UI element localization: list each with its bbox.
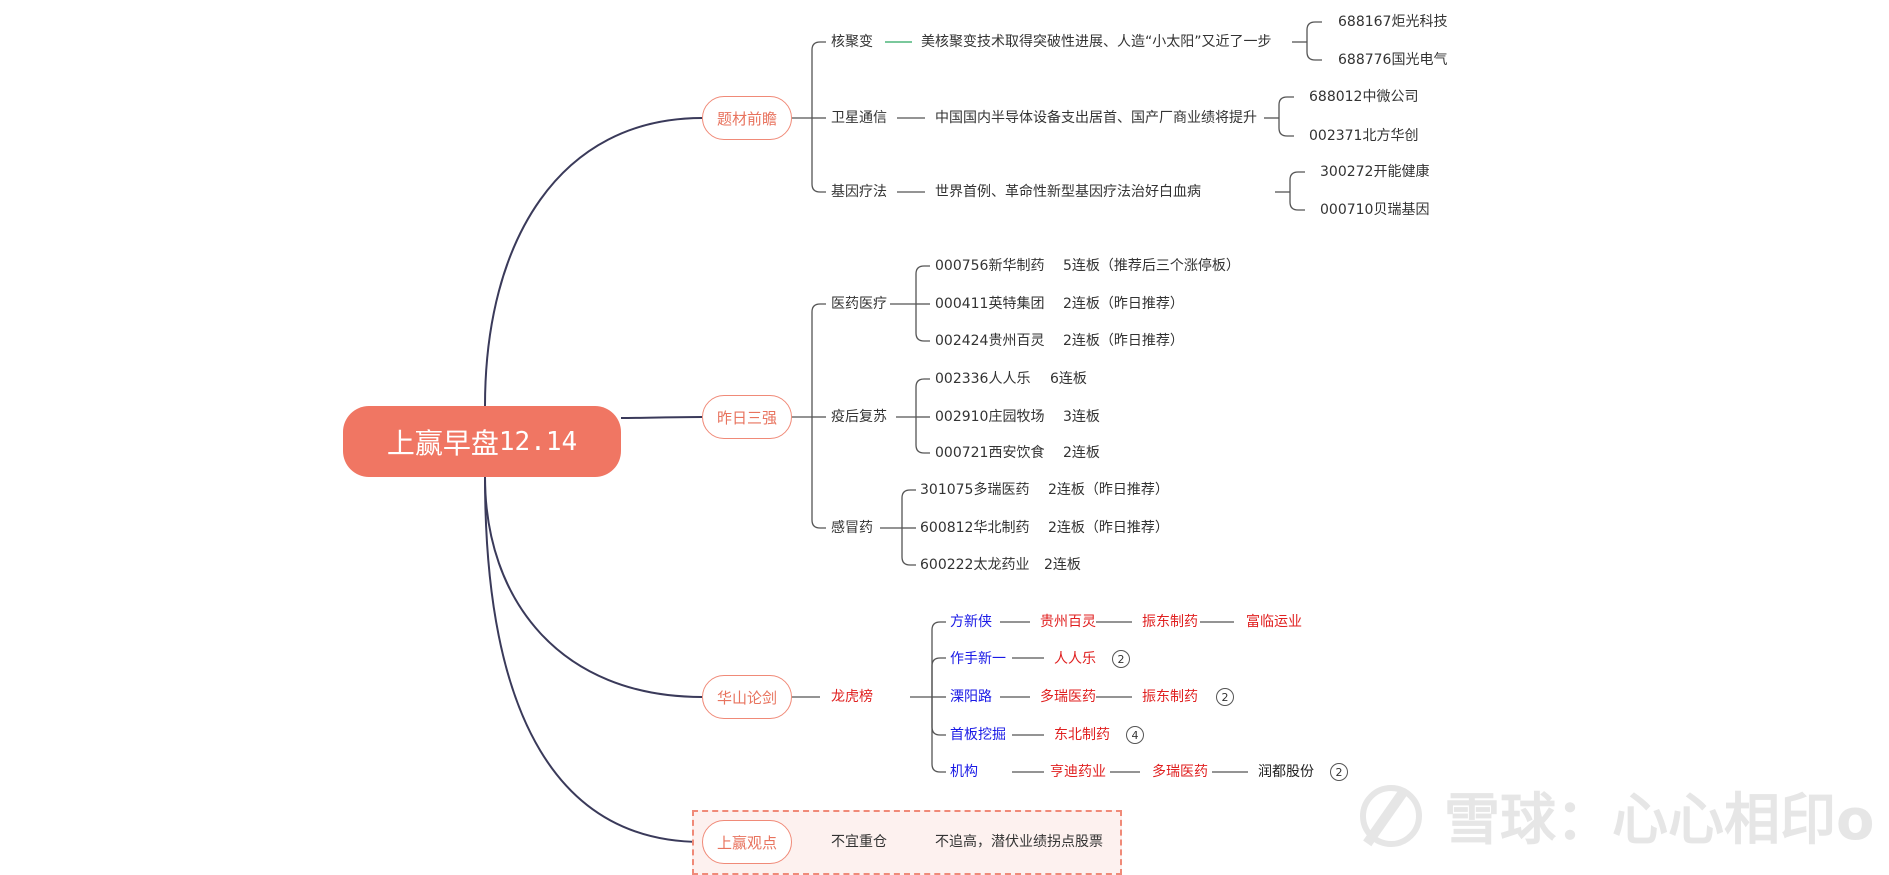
seat-stock[interactable]: 多瑞医药 <box>1040 689 1096 705</box>
stock-code[interactable]: 002910庄园牧场 <box>935 409 1045 425</box>
branch-view[interactable]: 上赢观点 <box>702 820 792 864</box>
branch-topics[interactable]: 题材前瞻 <box>702 96 792 140</box>
sector-name[interactable]: 医药医疗 <box>831 296 887 312</box>
board-count: 2连板（昨日推荐） <box>1063 333 1184 349</box>
stock-code[interactable]: 002424贵州百灵 <box>935 333 1045 349</box>
view-sub[interactable]: 不宜重仓 <box>831 834 887 850</box>
topic-name[interactable]: 核聚变 <box>831 34 873 50</box>
seat-name[interactable]: 方新侠 <box>950 614 992 630</box>
stock-code[interactable]: 000721西安饮食 <box>935 445 1045 461</box>
count-badge: 2 <box>1112 650 1130 668</box>
seat-name[interactable]: 首板挖掘 <box>950 727 1006 743</box>
seat-stock[interactable]: 振东制药 <box>1142 689 1198 705</box>
seat-stock[interactable]: 贵州百灵 <box>1040 614 1096 630</box>
xueqiu-logo-icon <box>1360 784 1422 847</box>
topic-stock[interactable]: 688776国光电气 <box>1338 52 1448 68</box>
seat-stock[interactable]: 多瑞医药 <box>1152 764 1208 780</box>
seat-name[interactable]: 作手新一 <box>950 651 1006 667</box>
board-count: 5连板（推荐后三个涨停板） <box>1063 258 1240 274</box>
topic-stock[interactable]: 688012中微公司 <box>1309 89 1419 105</box>
seat-stock[interactable]: 振东制药 <box>1142 614 1198 630</box>
branch-huashan[interactable]: 华山论剑 <box>702 675 792 719</box>
topic-stock[interactable]: 002371北方华创 <box>1309 128 1419 144</box>
sector-name[interactable]: 疫后复苏 <box>831 409 887 425</box>
seat-stock[interactable]: 人人乐 <box>1054 651 1096 667</box>
topic-name[interactable]: 基因疗法 <box>831 184 887 200</box>
topic-name[interactable]: 卫星通信 <box>831 110 887 126</box>
board-count: 2连板（昨日推荐） <box>1063 296 1184 312</box>
stock-code[interactable]: 301075多瑞医药 <box>920 482 1030 498</box>
topic-stock[interactable]: 000710贝瑞基因 <box>1320 202 1430 218</box>
board-count: 3连板 <box>1063 409 1100 425</box>
sector-name[interactable]: 感冒药 <box>831 520 873 536</box>
watermark-text: 雪球：心心相印o <box>1444 788 1875 853</box>
topic-stock[interactable]: 300272开能健康 <box>1320 164 1430 180</box>
view-desc[interactable]: 不追高，潜伏业绩拐点股票 <box>935 834 1103 850</box>
topic-desc[interactable]: 中国国内半导体设备支出居首、国产厂商业绩将提升 <box>935 110 1257 126</box>
board-count: 2连板（昨日推荐） <box>1048 520 1169 536</box>
topic-stock[interactable]: 688167炬光科技 <box>1338 14 1448 30</box>
topic-desc[interactable]: 世界首例、革命性新型基因疗法治好白血病 <box>935 184 1201 200</box>
seat-stock[interactable]: 富临运业 <box>1246 614 1302 630</box>
stock-code[interactable]: 600222太龙药业 <box>920 557 1030 573</box>
watermark: 雪球：心心相印o <box>1360 775 1874 856</box>
dragon-tiger-list[interactable]: 龙虎榜 <box>831 689 873 705</box>
stock-code[interactable]: 000756新华制药 <box>935 258 1045 274</box>
board-count: 2连板（昨日推荐） <box>1048 482 1169 498</box>
seat-stock[interactable]: 东北制药 <box>1054 727 1110 743</box>
topic-desc[interactable]: 美核聚变技术取得突破性进展、人造“小太阳”又近了一步 <box>921 34 1272 50</box>
board-count: 2连板 <box>1063 445 1100 461</box>
branch-top3[interactable]: 昨日三强 <box>702 395 792 439</box>
count-badge: 2 <box>1216 688 1234 706</box>
stock-code[interactable]: 600812华北制药 <box>920 520 1030 536</box>
seat-stock[interactable]: 润都股份 <box>1258 764 1314 780</box>
seat-name[interactable]: 溧阳路 <box>950 689 992 705</box>
root-title: 上赢早盘 <box>386 426 499 460</box>
count-badge: 2 <box>1330 763 1348 781</box>
stock-code[interactable]: 000411英特集团 <box>935 296 1045 312</box>
root-date: 12.14 <box>498 426 578 457</box>
seat-stock[interactable]: 亨迪药业 <box>1050 764 1106 780</box>
count-badge: 4 <box>1126 726 1144 744</box>
board-count: 6连板 <box>1050 371 1087 387</box>
seat-name[interactable]: 机构 <box>950 764 978 780</box>
stock-code[interactable]: 002336人人乐 <box>935 371 1031 387</box>
board-count: 2连板 <box>1044 557 1081 573</box>
